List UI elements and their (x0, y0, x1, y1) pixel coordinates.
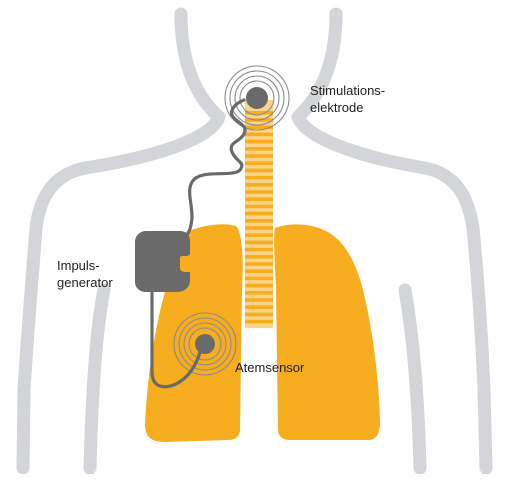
trachea-ring-13 (245, 205, 273, 209)
trachea-ring-15 (245, 219, 273, 223)
trachea-ring-16 (245, 226, 273, 230)
trachea-ring-26 (245, 298, 273, 302)
left-arm-inner-contour (90, 290, 104, 468)
breathing-sensor (195, 334, 215, 354)
trachea-ring-7 (245, 161, 273, 165)
right-lung (274, 224, 380, 440)
right-arm-inner-contour (405, 290, 420, 468)
trachea (245, 100, 273, 328)
impulse-generator-label-line-1: Impuls- (57, 257, 113, 274)
trachea-ring-17 (245, 233, 273, 237)
trachea-ring-25 (245, 291, 273, 295)
trachea-ring-8 (245, 169, 273, 173)
trachea-ring-6 (245, 154, 273, 158)
trachea-ring-29 (245, 320, 273, 324)
trachea-ring-11 (245, 190, 273, 194)
trachea-ring-20 (245, 255, 273, 259)
trachea-ring-14 (245, 212, 273, 216)
trachea-ring-19 (245, 248, 273, 252)
trachea-ring-28 (245, 313, 273, 317)
trachea-ring-5 (245, 147, 273, 151)
stimulation-electrode (246, 87, 268, 109)
stimulation-electrode-label-line-1: Stimulations- (310, 82, 385, 99)
trachea-ring-4 (245, 140, 273, 144)
trachea-ring-12 (245, 197, 273, 201)
trachea-ring-22 (245, 269, 273, 273)
trachea-ring-27 (245, 305, 273, 309)
trachea-ring-24 (245, 284, 273, 288)
stimulation-electrode-label: Stimulations- elektrode (310, 82, 385, 116)
trachea-ring-10 (245, 183, 273, 187)
trachea-ring-18 (245, 241, 273, 245)
trachea-ring-21 (245, 262, 273, 266)
trachea-ring-23 (245, 277, 273, 281)
trachea-ring-3 (245, 133, 273, 137)
impulse-generator-label: Impuls- generator (57, 257, 113, 291)
trachea-ring-9 (245, 176, 273, 180)
impulse-generator-label-line-2: generator (57, 274, 113, 291)
breathing-sensor-label: Atemsensor (235, 359, 304, 376)
stimulation-electrode-label-line-2: elektrode (310, 99, 385, 116)
